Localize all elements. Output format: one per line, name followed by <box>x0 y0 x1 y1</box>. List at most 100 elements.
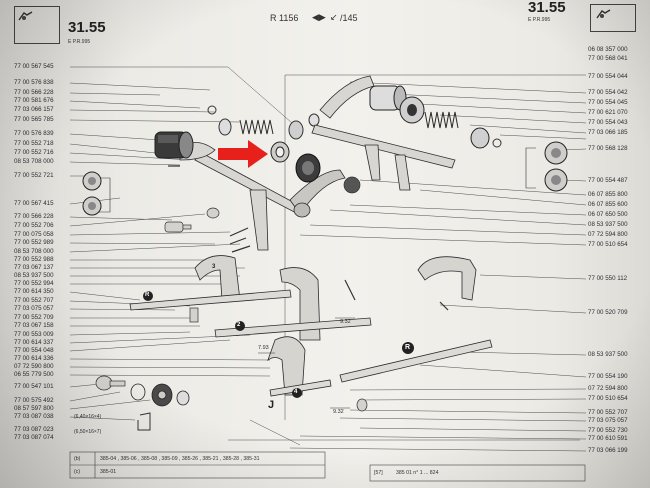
page-sub-right: E P.R.995 <box>528 17 551 23</box>
spring-spec: (6,50×16×7) <box>74 429 102 435</box>
selector-forks <box>194 255 477 396</box>
part-number: 77 00 568 041 <box>588 55 628 62</box>
part-number: 07 72 594 800 <box>588 385 628 392</box>
leader-lines <box>69 66 587 452</box>
part-number: 77 03 087 038 <box>14 413 54 420</box>
footer-table <box>69 451 586 482</box>
part-number: 77 00 554 487 <box>588 177 628 184</box>
part-number: 77 00 614 337 <box>14 339 54 346</box>
spring-spec: (6,40×16×4) <box>74 414 102 420</box>
left-selector-shaft <box>179 142 346 251</box>
part-number: 07 72 590 800 <box>14 363 54 370</box>
page-tab-left <box>14 6 60 44</box>
spring <box>239 119 274 135</box>
part-number: 77 03 066 185 <box>588 129 628 136</box>
part-number: 77 00 568 128 <box>588 145 628 152</box>
part-number: 77 03 075 057 <box>588 417 628 424</box>
page-number-right: 31.55 <box>528 0 566 16</box>
part-number: 77 03 087 023 <box>14 426 54 433</box>
part-number: 08 53 937 500 <box>588 351 628 358</box>
part-number: 06 08 357 000 <box>588 46 628 53</box>
part-number: 77 00 552 730 <box>588 427 628 434</box>
knob-parts <box>82 141 568 216</box>
part-number: 77 00 552 716 <box>14 149 54 156</box>
part-number: 77 00 552 707 <box>14 297 54 304</box>
part-number: 77 00 552 707 <box>588 409 628 416</box>
part-number: 77 03 075 057 <box>14 305 54 312</box>
part-number: 77 00 552 988 <box>14 256 54 263</box>
part-number: 08 53 937 500 <box>14 272 54 279</box>
roll-pins <box>168 165 449 311</box>
part-number: 77 00 520 709 <box>588 309 628 316</box>
part-number: 77 03 066 157 <box>14 106 54 113</box>
part-number: 77 00 554 042 <box>588 89 628 96</box>
callout-markers <box>143 291 414 398</box>
clip <box>137 412 151 431</box>
part-number: 08 53 937 500 <box>588 221 628 228</box>
part-number: 77 00 554 190 <box>588 373 628 380</box>
part-number: 08 57 597 800 <box>14 405 54 412</box>
part-number: 77 03 067 158 <box>14 322 54 329</box>
callout-label: J <box>268 399 275 411</box>
page-sub-left: E P.R.995 <box>68 39 91 45</box>
part-number: 06 07 855 800 <box>588 191 628 198</box>
split-icon: ◀▶ <box>312 12 326 22</box>
footer-variants: 385-01 <box>100 469 117 475</box>
part-number: 77 00 552 718 <box>14 140 54 147</box>
footer-code: [57] <box>374 470 383 476</box>
part-number: 08 53 708 000 <box>14 158 54 165</box>
sleeve-part <box>154 131 194 159</box>
part-number: 77 00 581 676 <box>14 97 54 104</box>
part-number: 77 03 066 199 <box>588 447 628 454</box>
diagonal-arrow-icon: ↙ <box>330 12 338 22</box>
ratio-text: /145 <box>340 13 358 23</box>
part-number: 77 00 552 721 <box>14 172 54 179</box>
part-number: 77 00 552 709 <box>14 314 54 321</box>
footer-variants: 385-04 , 385-06 , 385-08 , 385-09 , 385-… <box>100 456 260 462</box>
part-number: 77 03 067 137 <box>14 264 54 271</box>
part-number: 77 00 567 545 <box>14 63 54 70</box>
part-number: 77 00 614 336 <box>14 355 54 362</box>
part-number: 77 00 510 654 <box>588 241 628 248</box>
part-number: 77 00 554 044 <box>588 73 628 80</box>
page-tab-right <box>590 4 636 32</box>
footer-code: (c) <box>74 469 81 475</box>
part-number: 77 00 567 415 <box>14 200 54 207</box>
part-number: 77 00 553 009 <box>14 331 54 338</box>
part-number: 77 00 565 785 <box>14 116 54 123</box>
callout-label: R <box>145 292 150 298</box>
cylinders-right <box>369 85 502 149</box>
washers <box>130 383 190 407</box>
callout-label: R <box>405 344 411 351</box>
dimension-label: 9.32 <box>333 409 344 415</box>
part-number: 77 00 550 112 <box>588 275 628 282</box>
callout-label: 4 <box>294 389 298 395</box>
part-number: 77 00 575 492 <box>14 397 54 404</box>
part-number: 08 53 708 000 <box>14 248 54 255</box>
spring-right <box>424 111 459 129</box>
part-number: 77 00 610 591 <box>588 435 628 442</box>
part-number: 77 00 552 994 <box>14 280 54 287</box>
part-number: 77 00 566 228 <box>14 213 54 220</box>
part-number: 06 55 779 500 <box>14 371 54 378</box>
gearbox-icon-right <box>596 8 612 20</box>
dimension-label: 9.32 <box>340 319 351 325</box>
part-number: 77 00 614 350 <box>14 288 54 295</box>
page-number-left: 31.55 <box>68 19 106 36</box>
footer-variants: 385 01 n° 1 ... 824 <box>396 470 439 476</box>
part-number: 77 00 576 839 <box>14 130 54 137</box>
part-number: 06 07 650 500 <box>588 211 628 218</box>
part-number: 77 00 510 654 <box>588 395 628 402</box>
callout-label: 2 <box>237 322 241 328</box>
part-number: 06 07 855 600 <box>588 201 628 208</box>
callout-label: 3 <box>212 264 216 270</box>
part-number: 77 03 087 074 <box>14 434 54 441</box>
part-number: 77 00 621 070 <box>588 109 628 116</box>
part-number: 77 00 075 058 <box>14 231 54 238</box>
part-number: 77 00 554 048 <box>14 347 54 354</box>
part-number: 77 00 576 838 <box>14 79 54 86</box>
highlight-arrow <box>218 140 268 168</box>
part-number: 77 00 554 045 <box>588 99 628 106</box>
